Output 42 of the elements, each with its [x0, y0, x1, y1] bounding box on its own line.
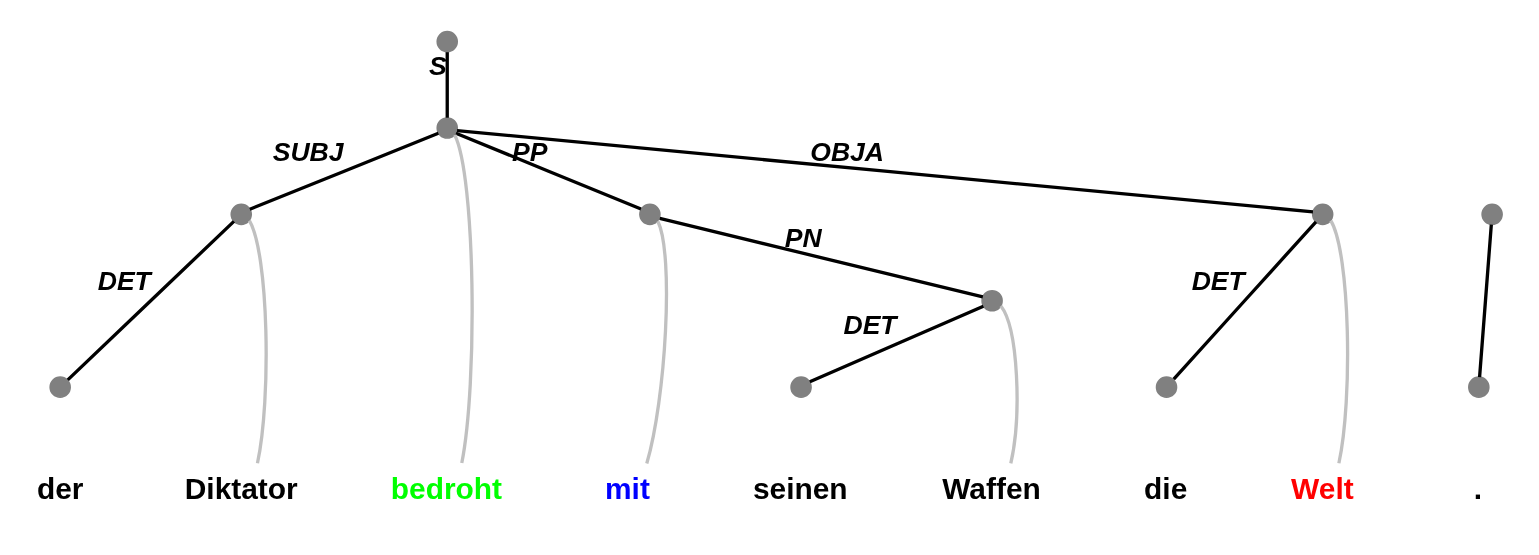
- connector: [645, 220, 669, 464]
- node-circle: [790, 376, 812, 398]
- connector: [999, 305, 1019, 464]
- connector: [445, 52, 449, 118]
- node-text: seinen: [752, 472, 848, 506]
- node-text: mit: [605, 472, 650, 506]
- connector: [66, 220, 236, 382]
- node-circle: [49, 376, 71, 398]
- connector: [1172, 220, 1318, 381]
- edge-label: DET: [843, 309, 897, 340]
- node-circle: [1468, 376, 1490, 398]
- edge-label: S: [428, 50, 447, 81]
- node-text: die: [1144, 472, 1188, 506]
- edge-label: DET: [1191, 266, 1245, 297]
- connector: [659, 216, 984, 299]
- edge-label: DET: [97, 266, 151, 297]
- node-circle: [230, 203, 253, 226]
- edge-label: OBJA: [810, 136, 885, 167]
- connector: [453, 134, 474, 464]
- node-circle: [1481, 203, 1503, 226]
- connector: [247, 220, 268, 464]
- node-text: bedroht: [390, 472, 502, 506]
- node-text: .: [1473, 472, 1483, 506]
- connector: [456, 128, 1314, 214]
- connector: [1477, 224, 1493, 378]
- node-circle: [1155, 376, 1178, 398]
- node-circle: [639, 203, 661, 226]
- node-text: Waffen: [942, 472, 1041, 506]
- node-text: Welt: [1291, 472, 1354, 506]
- connector: [809, 304, 985, 384]
- connector: [455, 131, 642, 211]
- connector: [249, 131, 439, 211]
- node-circle: [1311, 203, 1334, 226]
- node-text: Diktator: [184, 472, 298, 506]
- edge-label: PP: [511, 136, 548, 167]
- edge-label: SUBJ: [272, 136, 344, 167]
- node-circle: [981, 289, 1003, 312]
- node-text: der: [36, 472, 84, 506]
- edge-label: PN: [784, 223, 822, 254]
- node-circle: [436, 30, 459, 53]
- node-circle: [436, 117, 459, 139]
- connector: [1329, 220, 1350, 464]
